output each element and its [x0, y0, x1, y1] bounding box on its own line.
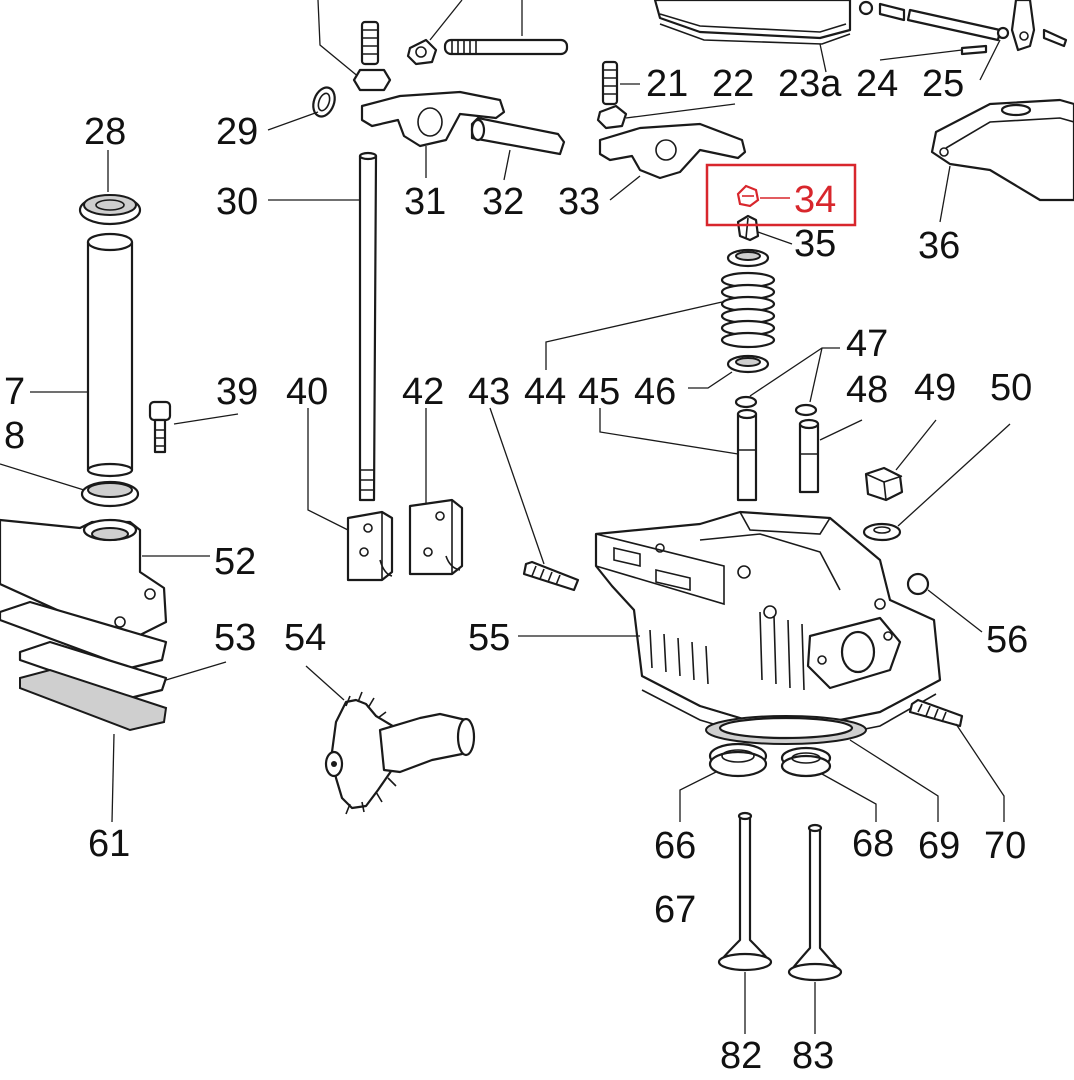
label-32: 32 [482, 181, 524, 223]
part-68-seat [780, 746, 877, 822]
label-61: 61 [88, 823, 130, 865]
label-21: 21 [646, 63, 688, 105]
part-49-nut [864, 419, 937, 502]
label-50: 50 [990, 367, 1032, 409]
label-44: 44 [524, 371, 566, 413]
label-34: 34 [794, 179, 836, 221]
label-31: 31 [404, 181, 446, 223]
part-28-seal [78, 150, 142, 226]
label-83: 83 [792, 1035, 834, 1077]
label-56: 56 [986, 619, 1028, 661]
label-38: 8 [4, 415, 25, 457]
part-top-studs [317, 0, 569, 92]
label-40: 40 [286, 371, 328, 413]
label-35: 35 [794, 223, 836, 265]
label-23a: 23a [778, 63, 842, 105]
part-32-shaft [470, 116, 566, 181]
label-49: 49 [914, 367, 956, 409]
part-30-pushrod [268, 151, 378, 502]
label-48: 48 [846, 369, 888, 411]
part-top-right-cover [653, 0, 1068, 81]
label-30: 30 [216, 181, 258, 223]
part-31-rocker [360, 90, 506, 178]
part-34-collet [736, 184, 790, 208]
part-43-stud [489, 407, 580, 592]
part-36-cover [930, 98, 1074, 223]
label-28: 28 [84, 111, 126, 153]
part-47-rings [734, 347, 840, 417]
label-70: 70 [984, 825, 1026, 867]
label-82: 82 [720, 1035, 762, 1077]
part-29-washer [267, 86, 336, 131]
part-82-valve [717, 811, 773, 1034]
label-55: 55 [468, 617, 510, 659]
label-69: 69 [918, 825, 960, 867]
label-67: 67 [654, 889, 696, 931]
part-22-nut [596, 103, 736, 130]
part-38-seal [0, 463, 140, 508]
part-33-rocker [598, 122, 747, 201]
label-53: 53 [214, 617, 256, 659]
part-50-washer [862, 423, 1011, 542]
label-45: 45 [578, 371, 620, 413]
part-42-tappet [408, 408, 464, 576]
part-53-gaskets [0, 600, 227, 732]
part-69-gasket [705, 715, 939, 822]
part-48-guide [798, 418, 863, 494]
part-21-stud [601, 60, 640, 106]
label-22: 22 [712, 63, 754, 105]
label-47: 47 [846, 323, 888, 365]
part-61-leader [111, 733, 115, 823]
part-55-cylinder-head [518, 510, 942, 739]
part-44-valve-spring [545, 248, 776, 370]
part-56-plug [906, 572, 983, 633]
label-33: 33 [558, 181, 600, 223]
label-46: 46 [634, 371, 676, 413]
label-39: 39 [216, 371, 258, 413]
part-35-keeper [736, 214, 793, 245]
label-29: 29 [216, 111, 258, 153]
label-42: 42 [402, 371, 444, 413]
part-70-stud [908, 698, 1005, 822]
part-46-seat [688, 354, 770, 389]
label-68: 68 [852, 823, 894, 865]
part-37-tube [30, 232, 134, 478]
label-36: 36 [918, 225, 960, 267]
label-52: 52 [214, 541, 256, 583]
label-37: 7 [4, 371, 25, 413]
part-40-tappet [307, 408, 394, 582]
part-45-guide [599, 408, 758, 502]
highlight-box [705, 163, 857, 227]
part-83-valve [787, 823, 843, 1034]
part-66-seat [679, 742, 768, 822]
label-24: 24 [856, 63, 898, 105]
label-43: 43 [468, 371, 510, 413]
label-66: 66 [654, 825, 696, 867]
label-54: 54 [284, 617, 326, 659]
part-54-camshaft [305, 665, 476, 815]
label-25: 25 [922, 63, 964, 105]
part-39-bolt [148, 400, 239, 454]
